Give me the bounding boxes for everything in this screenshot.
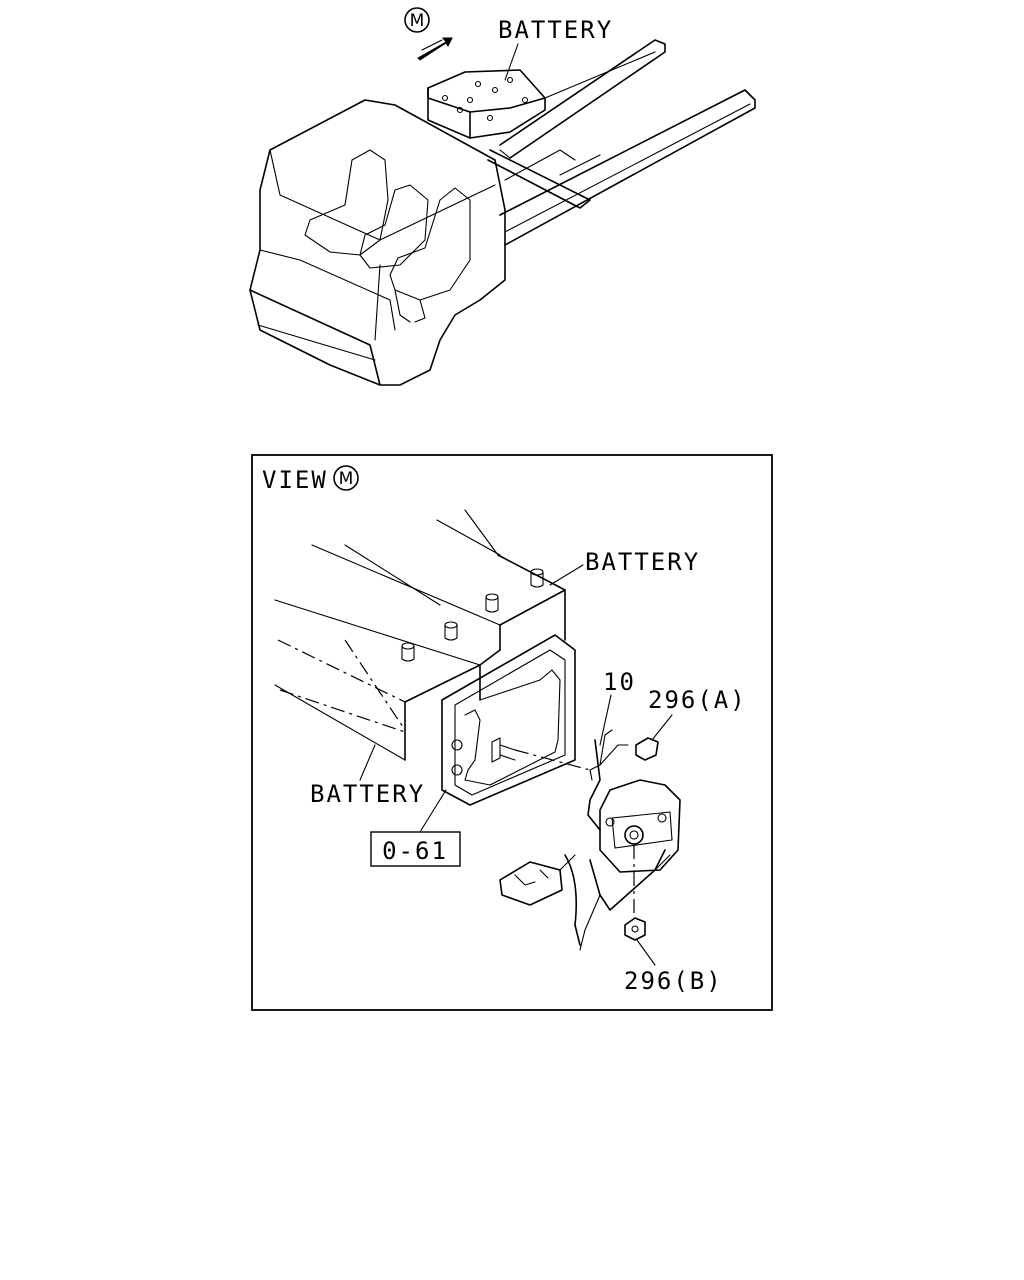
part-10-assembly xyxy=(499,729,681,951)
ref-box-label: 0-61 xyxy=(382,837,448,865)
view-title-marker-letter: M xyxy=(339,469,354,489)
callout-part-296a: 296(A) xyxy=(648,686,747,714)
battery-box-overview xyxy=(427,69,546,139)
view-marker-letter: M xyxy=(410,11,425,31)
callout-part-296b: 296(B) xyxy=(624,967,723,995)
truck-overview-illustration: M BATTERY xyxy=(249,7,756,386)
view-direction-arrow xyxy=(417,37,453,61)
callout-battery-top: BATTERY xyxy=(585,548,700,576)
truck-cab xyxy=(249,99,506,386)
ref-box-0-61: 0-61 xyxy=(370,831,461,867)
battery-cover-plate xyxy=(441,634,576,806)
detail-view-panel: VIEW M xyxy=(251,454,773,1011)
callout-part-10: 10 xyxy=(603,668,636,696)
view-title: VIEW xyxy=(262,466,328,494)
callout-battery-bottom: BATTERY xyxy=(310,780,425,808)
nut-296a xyxy=(635,737,659,761)
nut-296b xyxy=(624,917,646,941)
battery-boxes xyxy=(274,509,566,761)
chassis-frame xyxy=(487,39,756,246)
battery-leader-line xyxy=(504,43,519,81)
view-title-marker: M xyxy=(333,465,359,491)
battery-label-overview: BATTERY xyxy=(498,16,613,44)
detail-view-border xyxy=(251,454,773,1011)
view-marker-m: M xyxy=(404,7,430,33)
